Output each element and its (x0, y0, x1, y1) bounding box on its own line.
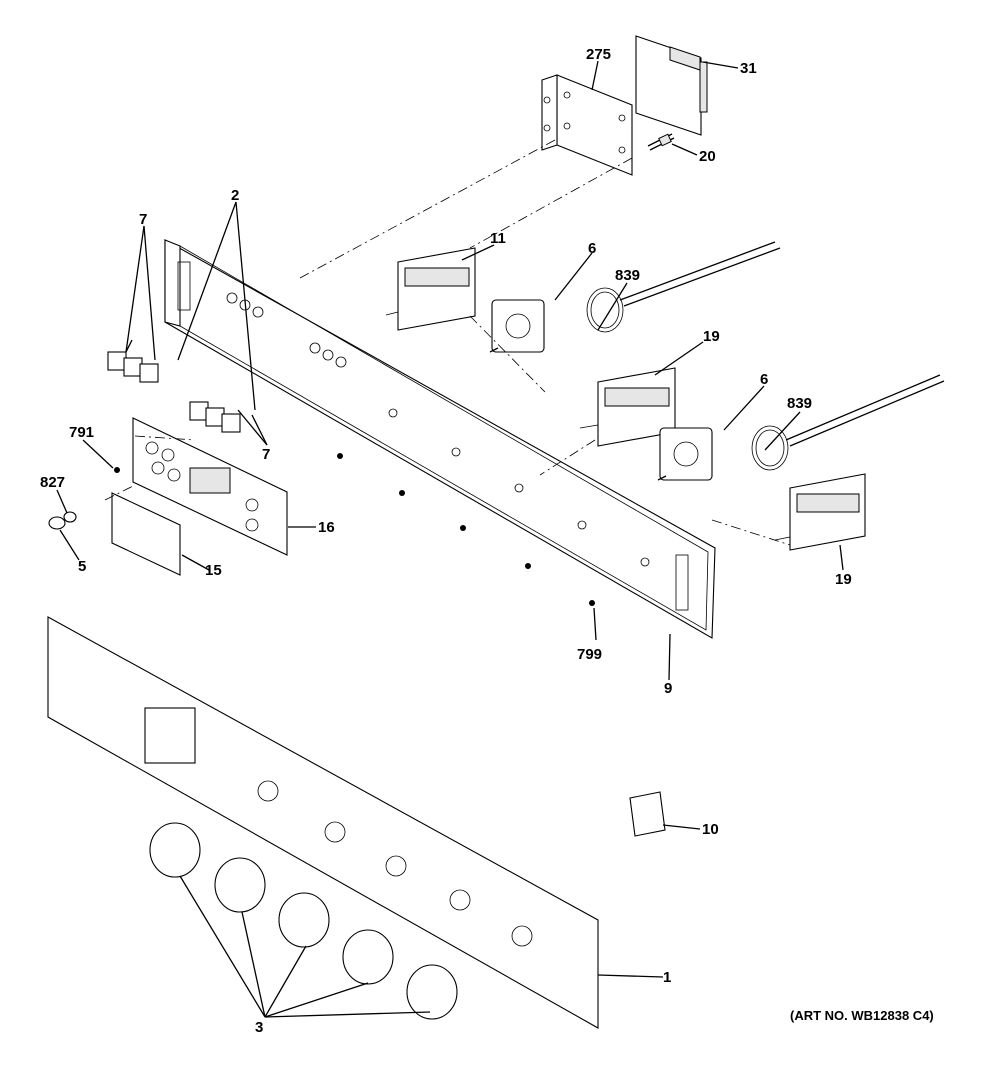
label-791: 791 (69, 424, 94, 441)
label-6-lower: 6 (760, 371, 768, 388)
label-2: 2 (231, 187, 239, 204)
label-20: 20 (699, 148, 716, 165)
label-16: 16 (318, 519, 335, 536)
label-19-upper: 19 (703, 328, 720, 345)
screws (114, 453, 595, 606)
part-827-5 (48, 511, 77, 530)
control-16 (132, 417, 288, 556)
label-15: 15 (205, 562, 222, 579)
label-3: 3 (255, 1019, 263, 1036)
leader-lines (56, 60, 844, 1018)
thermostat-6-lower (657, 374, 945, 481)
thermostat-6-upper (489, 241, 781, 353)
label-275: 275 (586, 46, 611, 63)
label-839-upper: 839 (615, 267, 640, 284)
label-5: 5 (78, 558, 86, 575)
label-827: 827 (40, 474, 65, 491)
switch-19-lower (774, 473, 866, 551)
label-799: 799 (577, 646, 602, 663)
key-switches-upper (107, 339, 159, 383)
label-31: 31 (740, 60, 757, 77)
art-number: (ART NO. WB12838 C4) (790, 1008, 934, 1023)
knobs-3 (149, 822, 458, 1020)
label-7-upper: 7 (139, 211, 147, 228)
label-19-lower: 19 (835, 571, 852, 588)
front-panel-1 (47, 616, 599, 1029)
overlay-15 (111, 492, 181, 576)
switch-11 (385, 247, 476, 331)
connector-20 (647, 133, 675, 151)
backplate-9 (164, 239, 716, 639)
key-switches-lower (189, 401, 241, 433)
bracket-275 (541, 74, 633, 176)
label-1: 1 (663, 969, 671, 986)
alignment-lines (104, 139, 791, 546)
label-9: 9 (664, 680, 672, 697)
clip-10 (629, 791, 666, 837)
label-6-upper: 6 (588, 240, 596, 257)
label-7-lower: 7 (262, 446, 270, 463)
label-839-lower: 839 (787, 395, 812, 412)
label-11: 11 (490, 230, 506, 247)
label-10: 10 (702, 821, 719, 838)
switch-19-upper (579, 367, 676, 447)
control-board-31 (635, 35, 708, 136)
